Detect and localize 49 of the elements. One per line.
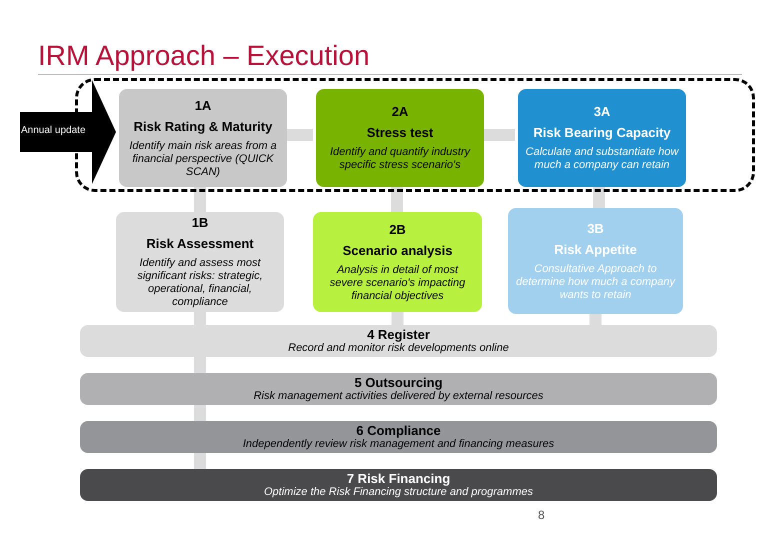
process-box bbox=[116, 212, 284, 312]
band-box bbox=[80, 325, 717, 357]
step-number: 1B bbox=[192, 215, 208, 230]
connector-band bbox=[194, 453, 206, 469]
step-description: Identify and quantify industry specific stress scenario's bbox=[328, 146, 472, 172]
connector-band bbox=[194, 312, 206, 325]
step-title: Stress test bbox=[366, 125, 434, 140]
step-title: Risk Bearing Capacity bbox=[533, 125, 671, 140]
band-description: Risk management activities delivered by external resources bbox=[254, 390, 544, 403]
step-description: Calculate and substantiate how much a company can retain bbox=[524, 146, 680, 172]
step-number: 3A bbox=[594, 104, 610, 119]
arrow-shape bbox=[20, 80, 116, 184]
process-box bbox=[508, 208, 683, 314]
band-title: 6 Compliance bbox=[356, 423, 441, 438]
step-number: 2A bbox=[392, 104, 408, 119]
step-title: Risk Appetite bbox=[554, 242, 637, 256]
step-number: 2B bbox=[389, 222, 406, 236]
band-description: Optimize the Risk Financing structure and programmes bbox=[264, 486, 533, 499]
step-title: Scenario analysis bbox=[342, 242, 452, 258]
connector-band bbox=[391, 184, 403, 212]
band-box bbox=[80, 421, 717, 453]
connector-band bbox=[593, 184, 605, 208]
band-box bbox=[80, 469, 717, 501]
process-box bbox=[119, 89, 287, 187]
step-number: 3B bbox=[587, 220, 604, 236]
band-title: 5 Outsourcing bbox=[354, 375, 443, 390]
connector-band bbox=[590, 314, 602, 325]
connector-band bbox=[194, 405, 206, 421]
band-title: 7 Risk Financing bbox=[346, 471, 450, 486]
process-box bbox=[313, 212, 482, 312]
page-number: 8 bbox=[538, 508, 545, 522]
step-description: Identify and assess most significant risks: strategic, operational, financial, compliance bbox=[136, 257, 264, 309]
arrow-label: Annual update bbox=[21, 125, 86, 136]
slide-title: IRM Approach – Execution bbox=[38, 40, 370, 72]
step-title: Risk Rating & Maturity bbox=[134, 118, 272, 134]
step-title: Risk Assessment bbox=[146, 236, 254, 251]
process-box bbox=[316, 89, 484, 187]
band-box bbox=[80, 373, 717, 405]
step-description: Analysis in detail of most severe scenario's impacting financial objectives bbox=[328, 264, 466, 302]
band-title: 4 Register bbox=[367, 327, 430, 342]
step-description: Identify main risk areas from a financial perspective (QUICK SCAN) bbox=[128, 140, 278, 178]
connector-band bbox=[194, 184, 206, 212]
step-number: 1A bbox=[194, 98, 212, 112]
process-box bbox=[518, 89, 686, 187]
connector-band bbox=[194, 357, 206, 373]
band-description: Independently review risk management and financing measures bbox=[242, 438, 554, 451]
connector-band bbox=[392, 312, 404, 325]
band-description: Record and monitor risk developments online bbox=[288, 342, 509, 355]
step-description: Consultative Approach to determine how much a company wants to retain bbox=[515, 262, 676, 302]
